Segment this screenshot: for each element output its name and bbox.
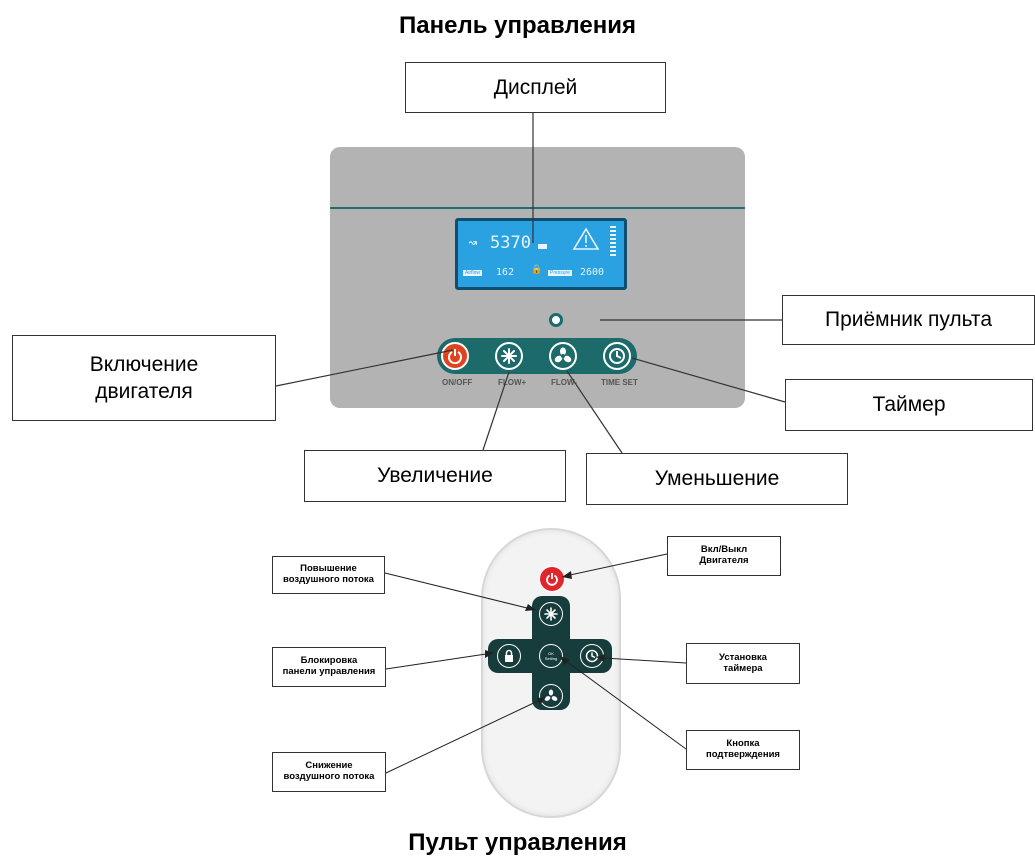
time-set-label: TIME SET <box>601 378 638 387</box>
setting-label: Setting <box>544 655 558 661</box>
level-bars-icon <box>610 226 616 256</box>
timer-callout: Таймер <box>785 379 1033 431</box>
onoff-label: ON/OFF <box>442 378 473 387</box>
remote-power-button[interactable] <box>539 566 565 592</box>
lcd-airflow-value: 162 <box>496 267 515 278</box>
remote-lock-button[interactable] <box>497 644 521 668</box>
fan-icon <box>501 348 517 364</box>
lcd-fan-icon: ↝ <box>468 233 478 252</box>
remote-flow-up-button[interactable] <box>539 602 563 626</box>
flow-up-callout: Повышение воздушного потока <box>272 556 385 594</box>
remote-timer-button[interactable] <box>580 644 604 668</box>
remote-ok-button[interactable]: OK Setting <box>539 644 563 668</box>
lcd-lock-icon: 🔒 <box>531 265 543 275</box>
power-callout: Включение двигателя <box>12 335 276 421</box>
flow-down-callout: Снижение воздушного потока <box>272 752 386 792</box>
ok-label: OK <box>548 650 554 656</box>
decrease-callout: Уменьшение <box>586 453 848 505</box>
clock-icon <box>585 649 599 663</box>
increase-callout: Увеличение <box>304 450 566 502</box>
warning-icon <box>572 227 600 250</box>
power-icon <box>448 349 462 364</box>
ir-receiver <box>549 313 563 327</box>
panel-flow-plus-button[interactable] <box>495 342 523 370</box>
lcd-main-value: 5370 <box>490 233 531 253</box>
lcd-display: ↝ 5370 Airflow 162 🔒 Pressure 2600 <box>455 218 627 290</box>
display-callout: Дисплей <box>405 62 666 113</box>
remote-title: Пульт управления <box>408 829 627 856</box>
lock-callout: Блокировка панели управления <box>272 647 386 687</box>
panel-title: Панель управления <box>399 12 636 39</box>
lock-icon <box>505 649 513 662</box>
flow-minus-label: FLOW- <box>551 378 578 387</box>
lcd-unit-mark <box>538 244 547 249</box>
fan-small-icon <box>544 689 558 701</box>
lcd-pressure-value: 2600 <box>580 267 605 278</box>
lcd-airflow-label: Airflow <box>463 270 483 276</box>
panel-power-button[interactable] <box>441 342 469 370</box>
power-icon <box>546 573 558 586</box>
remote-power-callout: Вкл/Выкл Двигателя <box>667 536 781 576</box>
panel-timer-button[interactable] <box>603 342 631 370</box>
confirm-callout: Кнопка подтверждения <box>686 730 800 770</box>
remote-flow-down-button[interactable] <box>539 684 563 708</box>
flow-plus-label: FLOW+ <box>498 378 527 387</box>
clock-icon <box>609 348 625 364</box>
panel-accent-line <box>330 207 745 209</box>
lcd-pressure-label: Pressure <box>548 270 573 276</box>
panel-flow-minus-button[interactable] <box>549 342 577 370</box>
fan-small-icon <box>554 347 572 363</box>
receiver-callout: Приёмник пульта <box>782 295 1035 345</box>
fan-icon <box>544 607 558 621</box>
timer-set-callout: Установка таймера <box>686 643 800 684</box>
